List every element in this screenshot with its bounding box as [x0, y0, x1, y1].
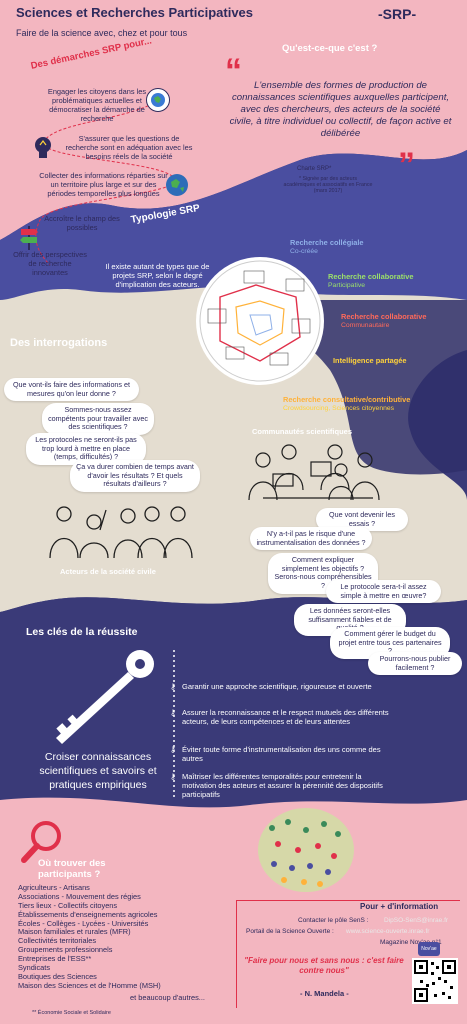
info-box	[236, 900, 460, 1008]
participant-item: Associations - Mouvement des régies	[18, 891, 141, 901]
cles-item-4-text: Maîtriser les différentes temporalités p…	[182, 772, 383, 799]
type-participative-name: Recherche collaborative	[328, 272, 414, 281]
key-bullet-icon: ⚷	[170, 708, 176, 717]
cles-item-1: ⚷ Garantir une approche scientifique, ri…	[170, 682, 397, 691]
interrogations-title: Des interrogations	[10, 337, 108, 349]
lightbulb-icon	[32, 135, 54, 161]
definition-question: Qu'est-ce-que c'est ?	[282, 43, 378, 54]
sci-question-3: Comment expliquer simplement les objecti…	[268, 553, 378, 594]
cles-divider	[173, 650, 175, 800]
open-quote-icon: “	[225, 52, 242, 90]
demarche-item-offrir: Offrir des perspectives de recherche inn…	[13, 250, 87, 277]
cles-item-4: ⚷ Maîtriser les différentes temporalités…	[170, 772, 397, 799]
definition-source: Charte SRP*	[297, 166, 332, 172]
definition-footnote: * Signée par des acteurs académiques et …	[283, 176, 373, 195]
info-portal-link[interactable]: www.science-ouverte.inrae.fr	[346, 928, 430, 935]
participant-item: Tiers lieux - Collectifs citoyens	[18, 900, 118, 910]
demarche-item-collecter: Collecter des informations réparties sur…	[39, 171, 168, 198]
qr-code[interactable]	[412, 958, 458, 1004]
sci-question-7: Pourrons-nous publier facilement ?	[368, 652, 462, 676]
earth-icon	[166, 174, 188, 196]
civil-question-4: Ça va durer combien de temps avant d'avo…	[70, 460, 200, 492]
participants-list: Agriculteurs - Artisans Associations - M…	[18, 883, 218, 991]
key-bullet-icon: ⚷	[170, 745, 176, 754]
participant-item: Écoles - Collèges - Lycées - Universités	[18, 918, 149, 928]
demarches-connector	[35, 94, 176, 266]
demarche-item-accroitre: Accroître le champ des possibles	[44, 214, 120, 232]
cles-main: Croiser connaissances scientifiques et s…	[39, 751, 157, 792]
scientists-people	[248, 444, 380, 501]
key-bullet-icon: ⚷	[170, 772, 176, 781]
type-intelligence-name: Intelligence partagée	[333, 356, 407, 365]
participant-item: Boutiques des Sciences	[18, 971, 97, 981]
civil-society-label: Acteurs de la société civile	[60, 567, 156, 576]
civil-question-2: Sommes-nous assez compétents pour travai…	[42, 403, 154, 435]
sci-question-1: Que vont devenir les essais ?	[316, 508, 408, 532]
participant-item: Syndicats	[18, 962, 51, 972]
signpost-icon	[18, 224, 40, 250]
cles-item-1-text: Garantir une approche scientifique, rigo…	[182, 682, 372, 691]
definition-text: L'ensemble des formes de production de c…	[229, 80, 452, 139]
close-quote-icon: ”	[398, 146, 415, 184]
demarche-item-questions: S'assurer que les questions de recherche…	[65, 134, 193, 161]
sci-question-2: N'y a-t-il pas le risque d'une instrumen…	[250, 527, 372, 551]
info-quote: "Faire pour nous et sans nous : c'est fa…	[244, 956, 404, 975]
type-consultative: Recherche consultative/contributive Crow…	[283, 395, 411, 413]
srp-logo: -SRP-	[378, 6, 417, 22]
participants-title: Où trouver des participants ?	[38, 858, 106, 881]
cles-item-2-text: Assurer la reconnaissance et le respect …	[182, 708, 389, 726]
type-collegiale: Recherche collégiale Co-créée	[290, 238, 364, 256]
cles-item-2: ⚷ Assurer la reconnaissance et le respec…	[170, 708, 397, 726]
globe-icon	[146, 88, 170, 112]
type-consultative-name: Recherche consultative/contributive	[283, 395, 411, 404]
info-contact-email[interactable]: DipSO-SenS@inrae.fr	[384, 917, 449, 924]
key-icon	[56, 650, 154, 744]
crowd-illustration	[258, 808, 354, 892]
key-bullet-icon: ⚷	[170, 682, 176, 691]
civil-question-1: Que vont-ils faire des informations et m…	[4, 378, 139, 402]
type-communautaire: Recherche collaborative Communautaire	[341, 312, 427, 330]
type-participative-sub: Participative	[328, 281, 366, 289]
cles-item-3-text: Éviter toute forme d'instrumentalisation…	[182, 745, 381, 763]
novae-badge: Nov'ae	[418, 942, 440, 956]
magnifier-icon	[21, 821, 61, 863]
cles-item-3: ⚷ Éviter toute forme d'instrumentalisati…	[170, 745, 397, 763]
demarche-item-engager: Engager les citoyens dans les problémati…	[47, 87, 147, 123]
participant-item: Collectivités territoriales	[18, 936, 97, 946]
sci-question-4: Le protocole sera-t-il assez simple à me…	[326, 580, 441, 604]
participant-item: Maison des Sciences et de l'Homme (MSH)	[18, 980, 161, 990]
info-quote-author: - N. Mandela -	[300, 989, 349, 998]
info-contact-label: Contacter le pôle SenS :	[298, 917, 369, 924]
type-consultative-sub: Crowdsourcing, Sciences citoyennes	[283, 404, 395, 412]
type-intelligence: Intelligence partagée	[333, 356, 407, 366]
cles-title: Les clés de la réussite	[26, 626, 138, 638]
page-subtitle: Faire de la science avec, chez et pour t…	[16, 28, 188, 38]
participant-item: Agriculteurs - Artisans	[18, 883, 90, 892]
participant-item: Maison familiales et rurales (MFR)	[18, 927, 131, 937]
typologie-text: Il existe autant de types que de projets…	[105, 262, 210, 289]
participants-footnote: ** Économie Sociale et Solidaire	[32, 1010, 111, 1016]
type-participative: Recherche collaborative Participative	[328, 272, 414, 290]
type-communautaire-name: Recherche collaborative	[341, 312, 427, 321]
typology-diagram	[196, 257, 324, 385]
scientific-community-label: Communautés scientifiques	[252, 427, 353, 436]
participants-more: et beaucoup d'autres...	[130, 993, 205, 1002]
info-title: Pour + d'information	[360, 902, 439, 911]
type-collegiale-sub: Co-créée	[290, 247, 318, 255]
civil-question-3: Les protocoles ne seront-ils pas trop lo…	[26, 433, 146, 465]
civil-society-people	[49, 506, 193, 559]
participant-item: Groupements professionnels	[18, 945, 113, 955]
info-portal-label: Portail de la Science Ouverte :	[246, 928, 334, 935]
page-title: Sciences et Recherches Participatives	[16, 5, 254, 20]
participant-item: Établissements d'enseignements agricoles	[18, 909, 158, 919]
info-magazine: Magazine Nov'ae n°1	[380, 939, 442, 946]
type-communautaire-sub: Communautaire	[341, 321, 390, 329]
type-collegiale-name: Recherche collégiale	[290, 238, 364, 247]
participant-item: Entreprises de l'ESS**	[18, 954, 92, 963]
novae-badge-text: Nov'ae	[421, 946, 437, 952]
